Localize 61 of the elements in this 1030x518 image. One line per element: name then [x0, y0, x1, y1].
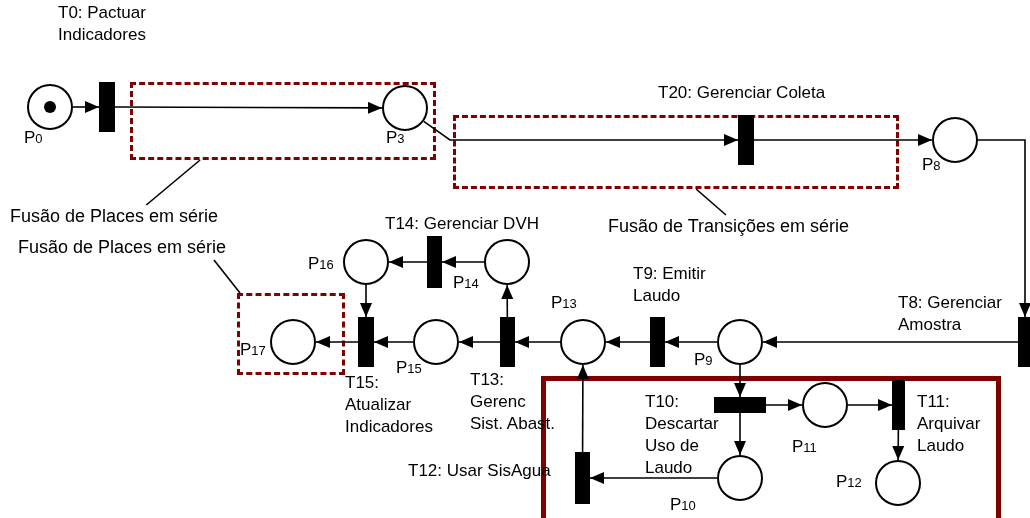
leader-line [695, 188, 727, 216]
arc-arrow [664, 336, 718, 348]
arc-arrow [605, 336, 651, 348]
arc-arrow [72, 101, 100, 113]
transition-bar [714, 397, 766, 413]
place-circle [717, 319, 763, 365]
transition-label: T14: Gerenciar DVH [385, 213, 539, 235]
leader-line [213, 259, 241, 294]
place-circle [717, 455, 763, 501]
fusion-group-box [237, 293, 345, 375]
arc-arrow [892, 429, 905, 461]
transition-bar [427, 236, 442, 288]
place-circle [343, 239, 389, 285]
leader-line [145, 159, 201, 206]
transition-label: T15: Atualizar Indicadores [345, 373, 434, 438]
annotation-text: Fusão de Places em série [10, 205, 245, 229]
transition-bar [575, 452, 590, 504]
transition-bar [738, 115, 754, 165]
fusion-group-box [453, 115, 899, 189]
arc-arrow [589, 472, 718, 484]
transition-label: T10: Descartar Uso de Laudo [645, 391, 720, 479]
place-circle [270, 319, 316, 365]
arc-arrow [753, 134, 933, 146]
transition-bar [99, 82, 115, 132]
place-circle [560, 319, 606, 365]
arc-arrow [847, 399, 893, 411]
arc-arrow [388, 256, 428, 268]
transition-bar [1018, 317, 1030, 367]
fusion-group-box [130, 82, 436, 160]
transition-bar [358, 317, 374, 367]
transition-bar [500, 317, 515, 367]
arc-arrow [977, 139, 1030, 318]
transition-bar [892, 380, 905, 430]
arc-arrow [458, 336, 501, 348]
arc-arrow [576, 364, 589, 453]
arc-arrow [514, 336, 561, 348]
place-circle [413, 319, 459, 365]
place-circle [802, 382, 848, 428]
arc-arrow [360, 284, 372, 318]
transition-label: T11: Arquivar Laudo [917, 391, 982, 457]
annotation-text: Fusão de Places em série [18, 236, 248, 260]
arc-arrow [734, 412, 746, 456]
place-circle [27, 84, 73, 130]
transition-label: T0: Pactuar Indicadores [58, 2, 147, 46]
arc-arrow [441, 256, 485, 268]
arc-arrow [373, 336, 414, 348]
place-circle [382, 85, 428, 131]
arc-arrow [765, 399, 803, 411]
arc-arrow [734, 364, 746, 398]
arc-arrow [114, 101, 383, 114]
place-circle [484, 239, 530, 285]
place-circle [875, 460, 921, 506]
transition-label: T8: Gerenciar Amostra [898, 292, 1003, 336]
transition-label: T20: Gerenciar Coleta [658, 82, 826, 104]
arc-arrow [315, 336, 359, 348]
transition-bar [650, 317, 665, 367]
arc-arrow [762, 336, 1019, 348]
annotation-text: Fusão de Transições em série [608, 215, 878, 239]
arc-arrow [501, 284, 514, 318]
arc-arrow [422, 120, 739, 146]
transition-label: T9: Emitir Laudo [633, 263, 707, 307]
